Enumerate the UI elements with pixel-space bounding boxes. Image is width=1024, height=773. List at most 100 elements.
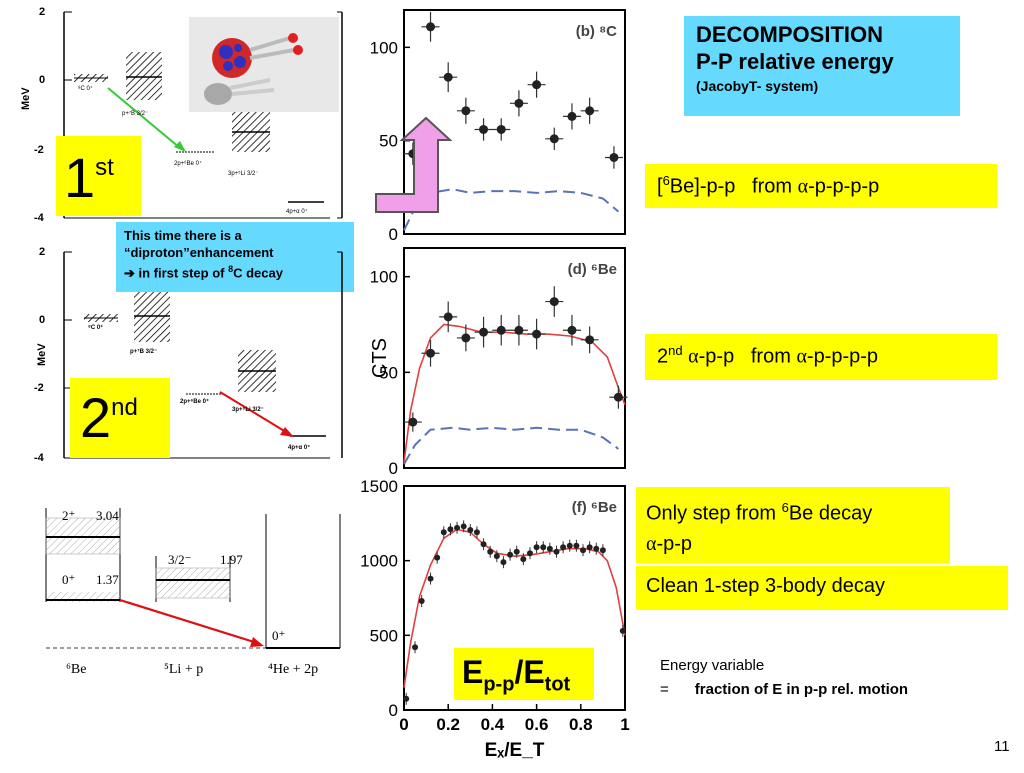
data-point [460, 523, 467, 530]
tick-top-2: 2 [39, 6, 46, 18]
be6-2plus-energy: 3.04 [96, 508, 119, 523]
note-arrow: ➔ [124, 265, 135, 281]
x-tick-label: 0.8 [569, 715, 593, 734]
data-point [434, 554, 441, 561]
label-be6: ⁶Be [66, 662, 87, 677]
data-point [580, 547, 587, 554]
label-mid-he4: 4p+α 0⁺ [288, 445, 311, 451]
data-point [454, 524, 461, 531]
note-line3b: C decay [233, 265, 283, 281]
y-tick-label: 500 [370, 626, 398, 645]
data-point [440, 529, 447, 536]
data-point [532, 329, 542, 339]
data-point [426, 22, 436, 32]
second-app-alpha2: α [796, 345, 807, 368]
label-top-b7: p+⁷B 3/2⁻ [122, 111, 149, 117]
second-app-sup: nd [668, 343, 683, 358]
data-point [443, 312, 453, 322]
be6-pp-main: Be]-p-p from [669, 175, 798, 198]
label-mid-c8: ⁸C 0⁺ [88, 325, 104, 331]
data-point [412, 644, 419, 651]
data-point [479, 327, 489, 337]
ep-sub2: tot [544, 673, 571, 696]
page-number: 11 [994, 738, 1010, 755]
data-point [526, 550, 533, 557]
data-point [500, 559, 507, 566]
data-point [447, 526, 454, 533]
y-tick-label: 1500 [360, 477, 398, 496]
fit-curve [403, 323, 626, 463]
be6-0plus-energy: 1.37 [96, 572, 119, 587]
energy-variable-eq: = [660, 681, 669, 698]
label-top-he4: 4p+α 0⁺ [286, 209, 308, 215]
data-point [599, 547, 606, 554]
data-point [443, 72, 453, 82]
data-point [403, 695, 410, 702]
label-top-be6: 2p+⁶Be 0⁺ [174, 161, 203, 167]
energy-variable-line1: Energy variable [660, 657, 765, 674]
y-tick-label: 0 [389, 225, 398, 244]
decomposition-box: DECOMPOSITION P-P relative energy (Jacob… [684, 16, 960, 116]
x-tick-label: 1 [620, 715, 629, 734]
chart-frame [403, 9, 626, 235]
chart-title: (d) ⁶Be [568, 261, 617, 278]
be6-pp-sup: 6 [662, 173, 670, 188]
data-point [514, 325, 524, 335]
data-point [513, 548, 520, 555]
be6-2plus: 2⁺ [62, 508, 76, 523]
data-point [549, 297, 559, 307]
data-point [533, 544, 540, 551]
data-point [532, 80, 542, 90]
label-mid-be6: 2p+⁶Be 0⁺ [180, 399, 210, 405]
tick-mid-minus2: -2 [34, 382, 44, 394]
data-point [546, 545, 553, 552]
data-point [461, 333, 471, 343]
data-point [585, 106, 595, 116]
y-tick-label: 0 [389, 459, 398, 478]
level-scheme-top-svg [63, 11, 343, 219]
only-step-line2: -p-p [656, 532, 693, 555]
clean-text: Clean 1-step 3-body decay [646, 575, 886, 597]
li5-energy: 1.97 [220, 552, 243, 567]
tick-top-minus2: -2 [34, 144, 44, 156]
level-scheme-bottom-svg [45, 508, 341, 649]
y-tick-label: 50 [379, 132, 398, 151]
tick-top-0: 0 [39, 74, 46, 86]
note-sup: 8 [228, 264, 234, 274]
ep-sub1: p-p [483, 673, 515, 696]
data-point [520, 556, 527, 563]
second-app-mid: -p-p from [698, 345, 797, 368]
data-point [507, 551, 514, 558]
second-step-box: 2nd [70, 378, 170, 458]
x-tick-label: 0 [399, 715, 408, 734]
x-tick-label: 0.2 [436, 715, 460, 734]
second-app-tail: -p-p-p-p [806, 345, 879, 368]
be6-pp-alpha: α [797, 175, 809, 198]
label-top-c8: ⁸C 0⁺ [78, 86, 94, 92]
note-line1: This time there is a [124, 228, 242, 243]
y-axis-label: CTS [369, 338, 391, 378]
label-mid-b7: p+⁷B 3/2⁻ [130, 349, 158, 355]
ylabel-mid: MeV [36, 343, 48, 366]
first-num: 1 [64, 146, 96, 209]
pink-arrow-icon [375, 116, 452, 213]
data-point [408, 417, 418, 427]
data-point [487, 548, 494, 555]
clean-box: Clean 1-step 3-body decay [636, 566, 1008, 610]
data-point [473, 529, 480, 536]
note-line3a: in first step of [134, 265, 229, 281]
first-step-box: 1st [56, 136, 141, 216]
decomp-line1: DECOMPOSITION [696, 22, 884, 47]
level-scheme-bottom: 2⁺ 3.04 0⁺ 1.37 3/2⁻ 1.97 0⁺ ⁶Be ⁵Li + p… [0, 490, 350, 700]
decomp-line3: (JacobyT- system) [696, 78, 819, 94]
label-top-li5: 3p+⁵Li 3/2⁻ [228, 171, 259, 177]
x-tick-label: 0.6 [525, 715, 549, 734]
be6-0plus: 0⁺ [62, 572, 76, 587]
data-point [585, 335, 595, 345]
dashed-series [403, 426, 619, 465]
data-point [566, 542, 573, 549]
data-point [619, 627, 626, 634]
y-tick-label: 0 [389, 701, 398, 720]
